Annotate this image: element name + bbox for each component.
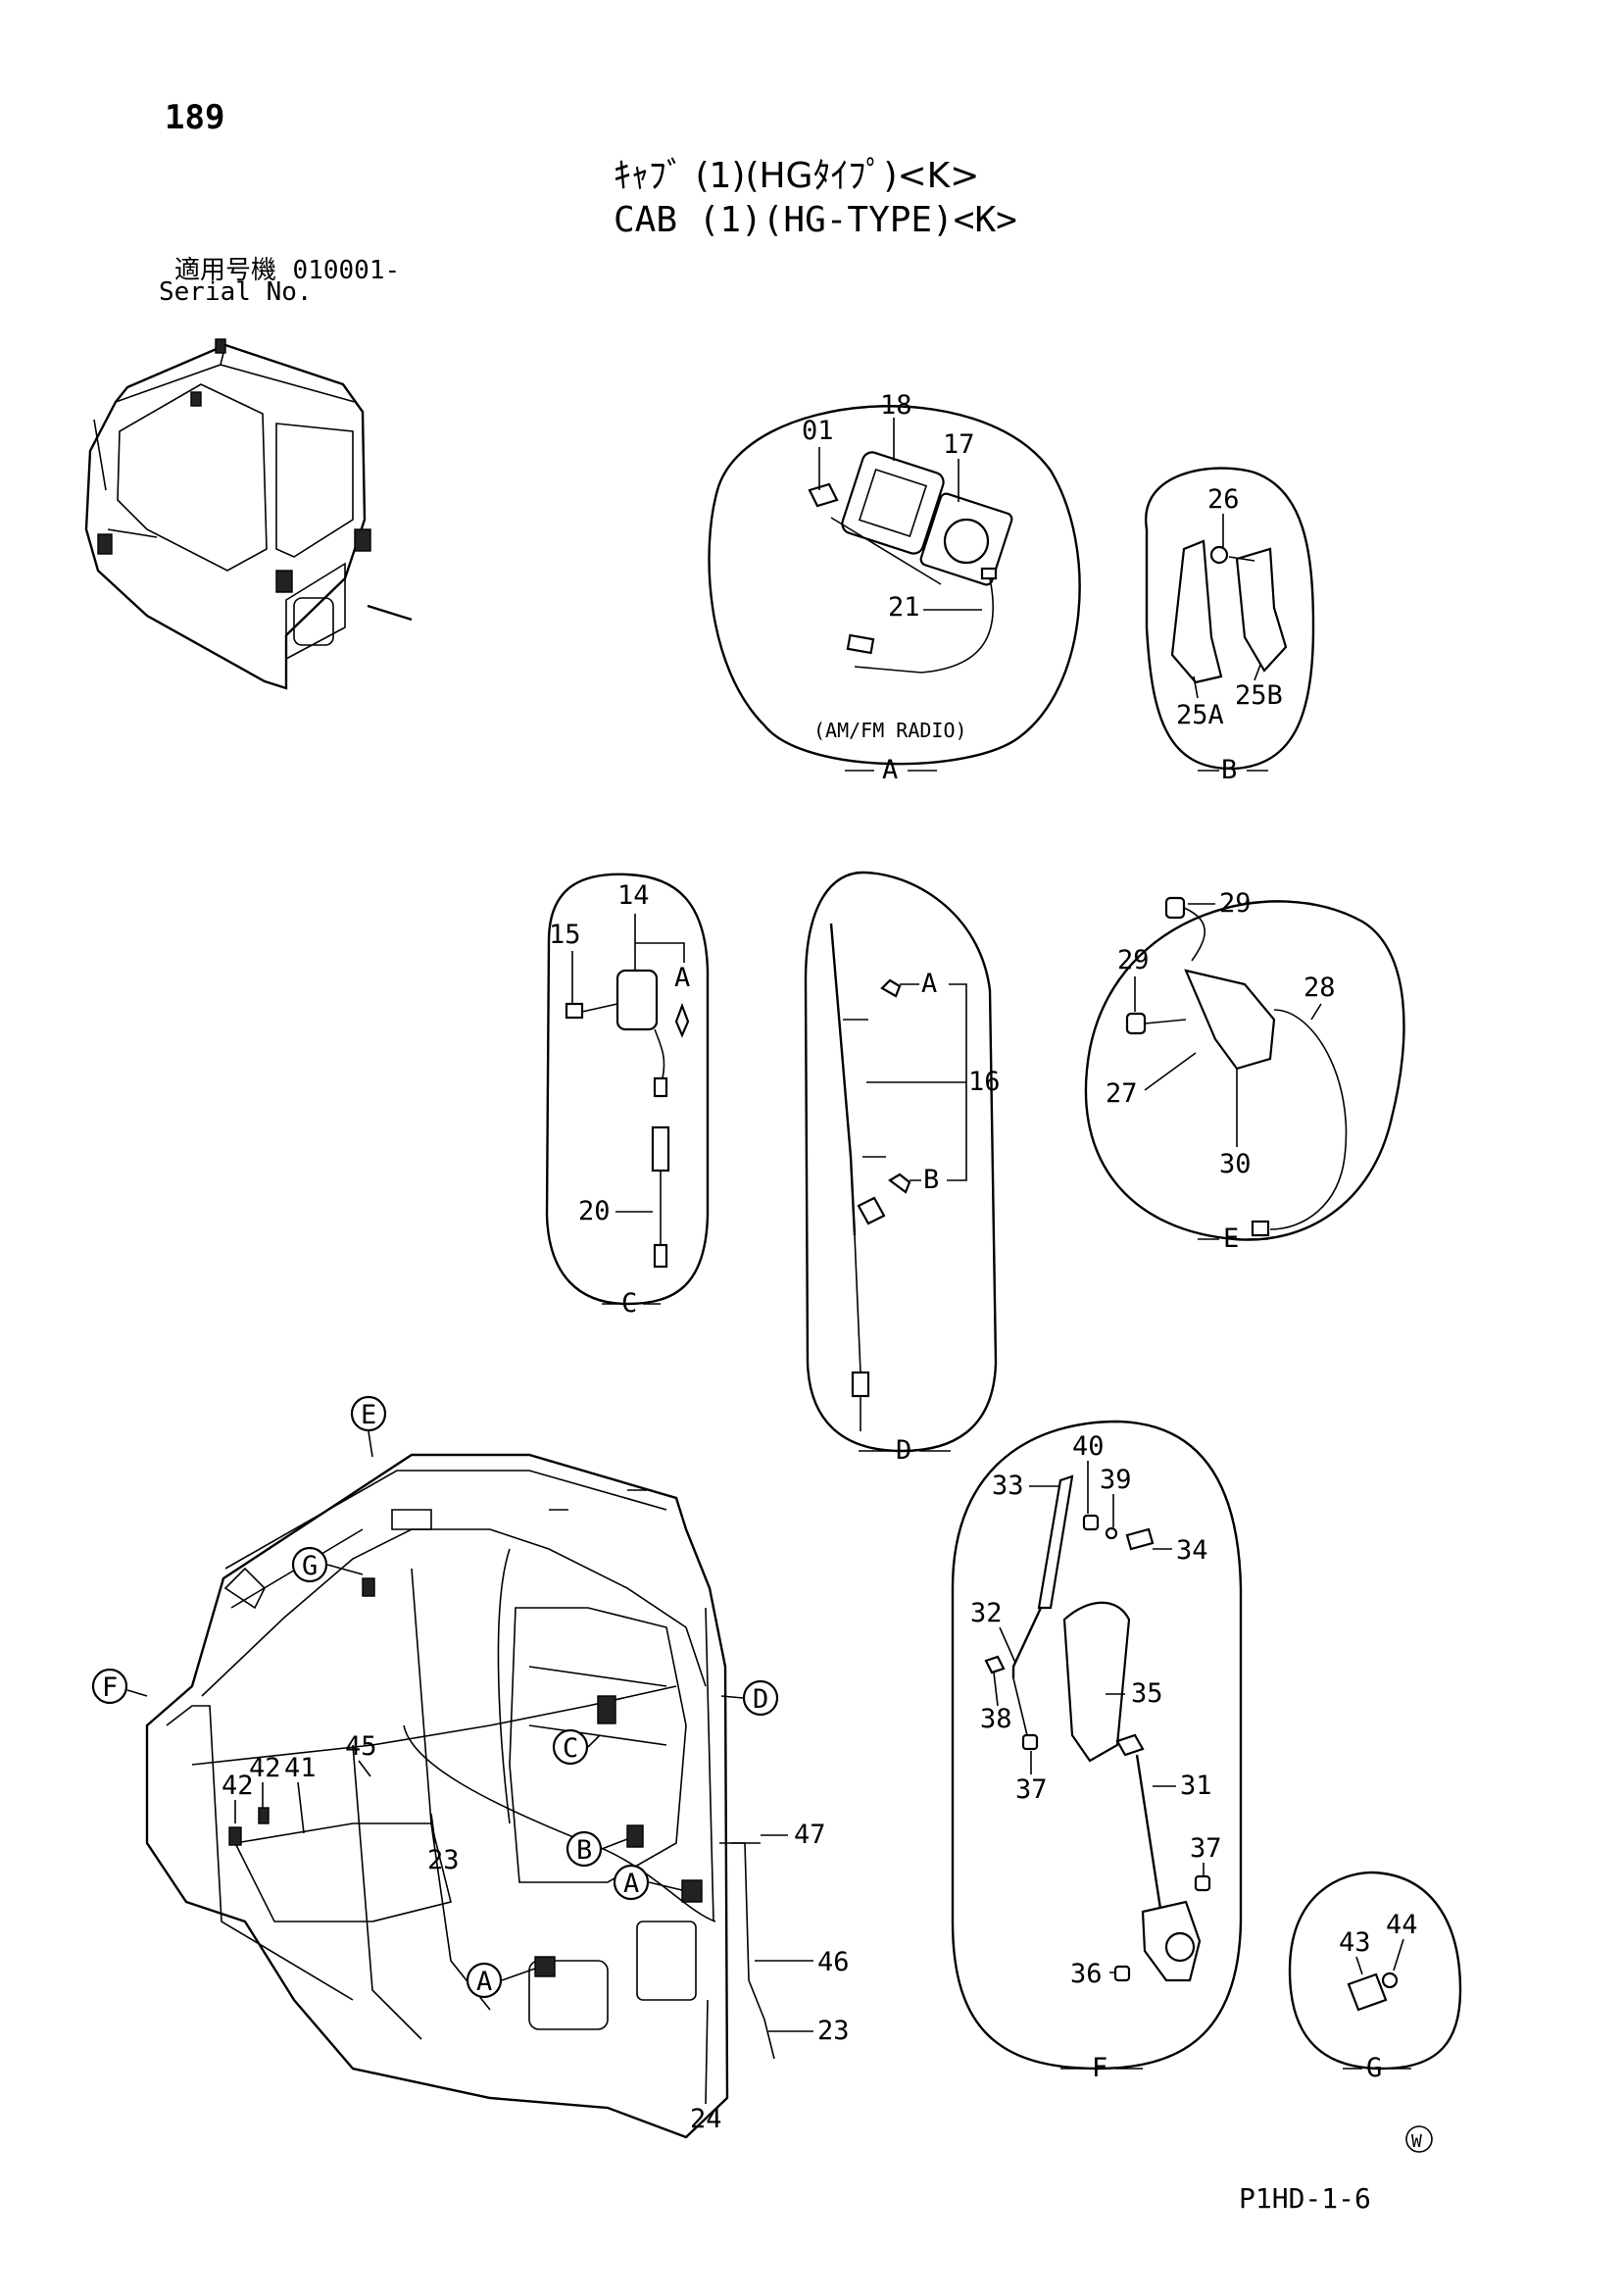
main-part-label-41: 41 <box>284 1753 317 1783</box>
detail-e-part-label-27: 27 <box>1106 1078 1138 1109</box>
detail-a-caption: (AM/FM RADIO) <box>813 719 967 742</box>
title-english: CAB (1)(HG-TYPE)<K> <box>614 200 1017 240</box>
callout-d: D <box>753 1684 768 1715</box>
serial-label-english: Serial No. <box>159 277 313 307</box>
detail-f-part-label-37-left: 37 <box>1015 1774 1048 1805</box>
title-japanese: ｷｬﾌﾞ (1)(HGﾀｲﾌﾟ)<K> <box>614 156 980 196</box>
main-part-label-23-lower: 23 <box>817 2016 850 2046</box>
callout-a-upper: A <box>623 1869 639 1899</box>
page-number: 189 <box>165 98 225 137</box>
detail-view-c: 14 15 A 20 C <box>545 873 710 1319</box>
main-view-part-labels: 45 42 42 41 23 47 46 23 24 <box>221 1731 850 2134</box>
detail-g-part-label-43: 43 <box>1339 1927 1371 1958</box>
detail-e-part-label-29-top: 29 <box>1219 888 1252 919</box>
serial-label-jp-text: 適用号機 <box>174 256 277 285</box>
detail-e-part-label-30: 30 <box>1219 1149 1252 1179</box>
overview-cab-drawing <box>84 338 413 690</box>
detail-a-part-label-17: 17 <box>943 429 975 460</box>
main-view-callouts: E G F D C B A A <box>91 1395 779 1999</box>
detail-view-e: 29 29 28 27 30 E <box>1084 888 1405 1254</box>
detail-d-part-label-16: 16 <box>968 1067 1001 1097</box>
detail-view-d: A 16 B D <box>804 871 1001 1466</box>
callout-e: E <box>361 1400 376 1430</box>
callout-g: G <box>302 1551 318 1581</box>
detail-view-g: 43 44 G <box>1288 1871 1462 2083</box>
callout-c: C <box>563 1733 578 1764</box>
detail-view-a: 01 18 17 21 (AM/FM RADIO) A <box>708 390 1081 785</box>
detail-b-part-label-26: 26 <box>1207 484 1240 515</box>
callout-f: F <box>102 1672 118 1703</box>
detail-g-part-label-44: 44 <box>1386 1910 1418 1940</box>
main-part-label-23-upper: 23 <box>427 1845 460 1875</box>
detail-e-part-label-28: 28 <box>1303 973 1336 1003</box>
detail-c-part-label-15: 15 <box>549 920 581 950</box>
detail-e-part-label-29-left: 29 <box>1117 945 1150 975</box>
main-cab-frame <box>145 1453 775 2139</box>
detail-view-f: 40 33 39 34 32 35 38 37 31 37 36 F <box>951 1420 1243 2083</box>
detail-b-part-label-25b: 25B <box>1235 680 1283 711</box>
detail-c-part-label-20: 20 <box>578 1196 611 1226</box>
detail-a-part-label-18: 18 <box>880 390 912 421</box>
main-part-label-45: 45 <box>345 1731 377 1762</box>
detail-view-b: 26 25A 25B B <box>1144 467 1315 785</box>
detail-f-part-label-38: 38 <box>980 1704 1012 1734</box>
detail-f-part-label-31: 31 <box>1180 1771 1212 1801</box>
footer-stamp: W <box>1405 2125 1433 2153</box>
detail-b-part-label-25a: 25A <box>1176 700 1224 730</box>
detail-c-letter: C <box>621 1288 637 1319</box>
callout-b: B <box>576 1835 592 1866</box>
drawing-code: P1HD-1-6 <box>1239 2182 1371 2215</box>
callout-a-lower: A <box>476 1967 492 1997</box>
detail-d-part-label-b: B <box>923 1165 939 1195</box>
main-part-label-47: 47 <box>794 1820 826 1850</box>
main-part-label-42-a: 42 <box>221 1771 254 1801</box>
serial-label-japanese: 適用号機 010001- <box>174 250 400 286</box>
detail-e-letter: E <box>1223 1223 1239 1254</box>
detail-f-part-label-32: 32 <box>970 1598 1003 1628</box>
stamp-w: W <box>1411 2131 1422 2152</box>
detail-d-letter: D <box>896 1435 911 1466</box>
detail-c-part-label-a: A <box>674 963 690 993</box>
detail-f-part-label-35: 35 <box>1131 1678 1163 1709</box>
detail-b-letter: B <box>1221 755 1237 785</box>
detail-f-part-label-37-right: 37 <box>1190 1833 1222 1864</box>
detail-f-part-label-39: 39 <box>1100 1465 1132 1495</box>
main-part-label-42-b: 42 <box>249 1753 281 1783</box>
detail-f-letter: F <box>1092 2053 1107 2083</box>
detail-c-part-label-14: 14 <box>617 880 650 911</box>
detail-d-part-label-a: A <box>921 969 937 999</box>
detail-f-part-label-33: 33 <box>992 1471 1024 1501</box>
detail-g-letter: G <box>1366 2053 1382 2083</box>
detail-f-part-label-36: 36 <box>1070 1959 1103 1989</box>
detail-f-part-label-34: 34 <box>1176 1535 1208 1566</box>
detail-f-part-label-40: 40 <box>1072 1431 1105 1462</box>
detail-a-part-label-21: 21 <box>888 592 920 623</box>
main-part-label-24: 24 <box>690 2104 722 2134</box>
main-part-label-46: 46 <box>817 1947 850 1977</box>
serial-value: 010001- <box>292 256 401 285</box>
detail-a-part-label-01: 01 <box>802 416 834 446</box>
detail-a-letter: A <box>882 755 898 785</box>
